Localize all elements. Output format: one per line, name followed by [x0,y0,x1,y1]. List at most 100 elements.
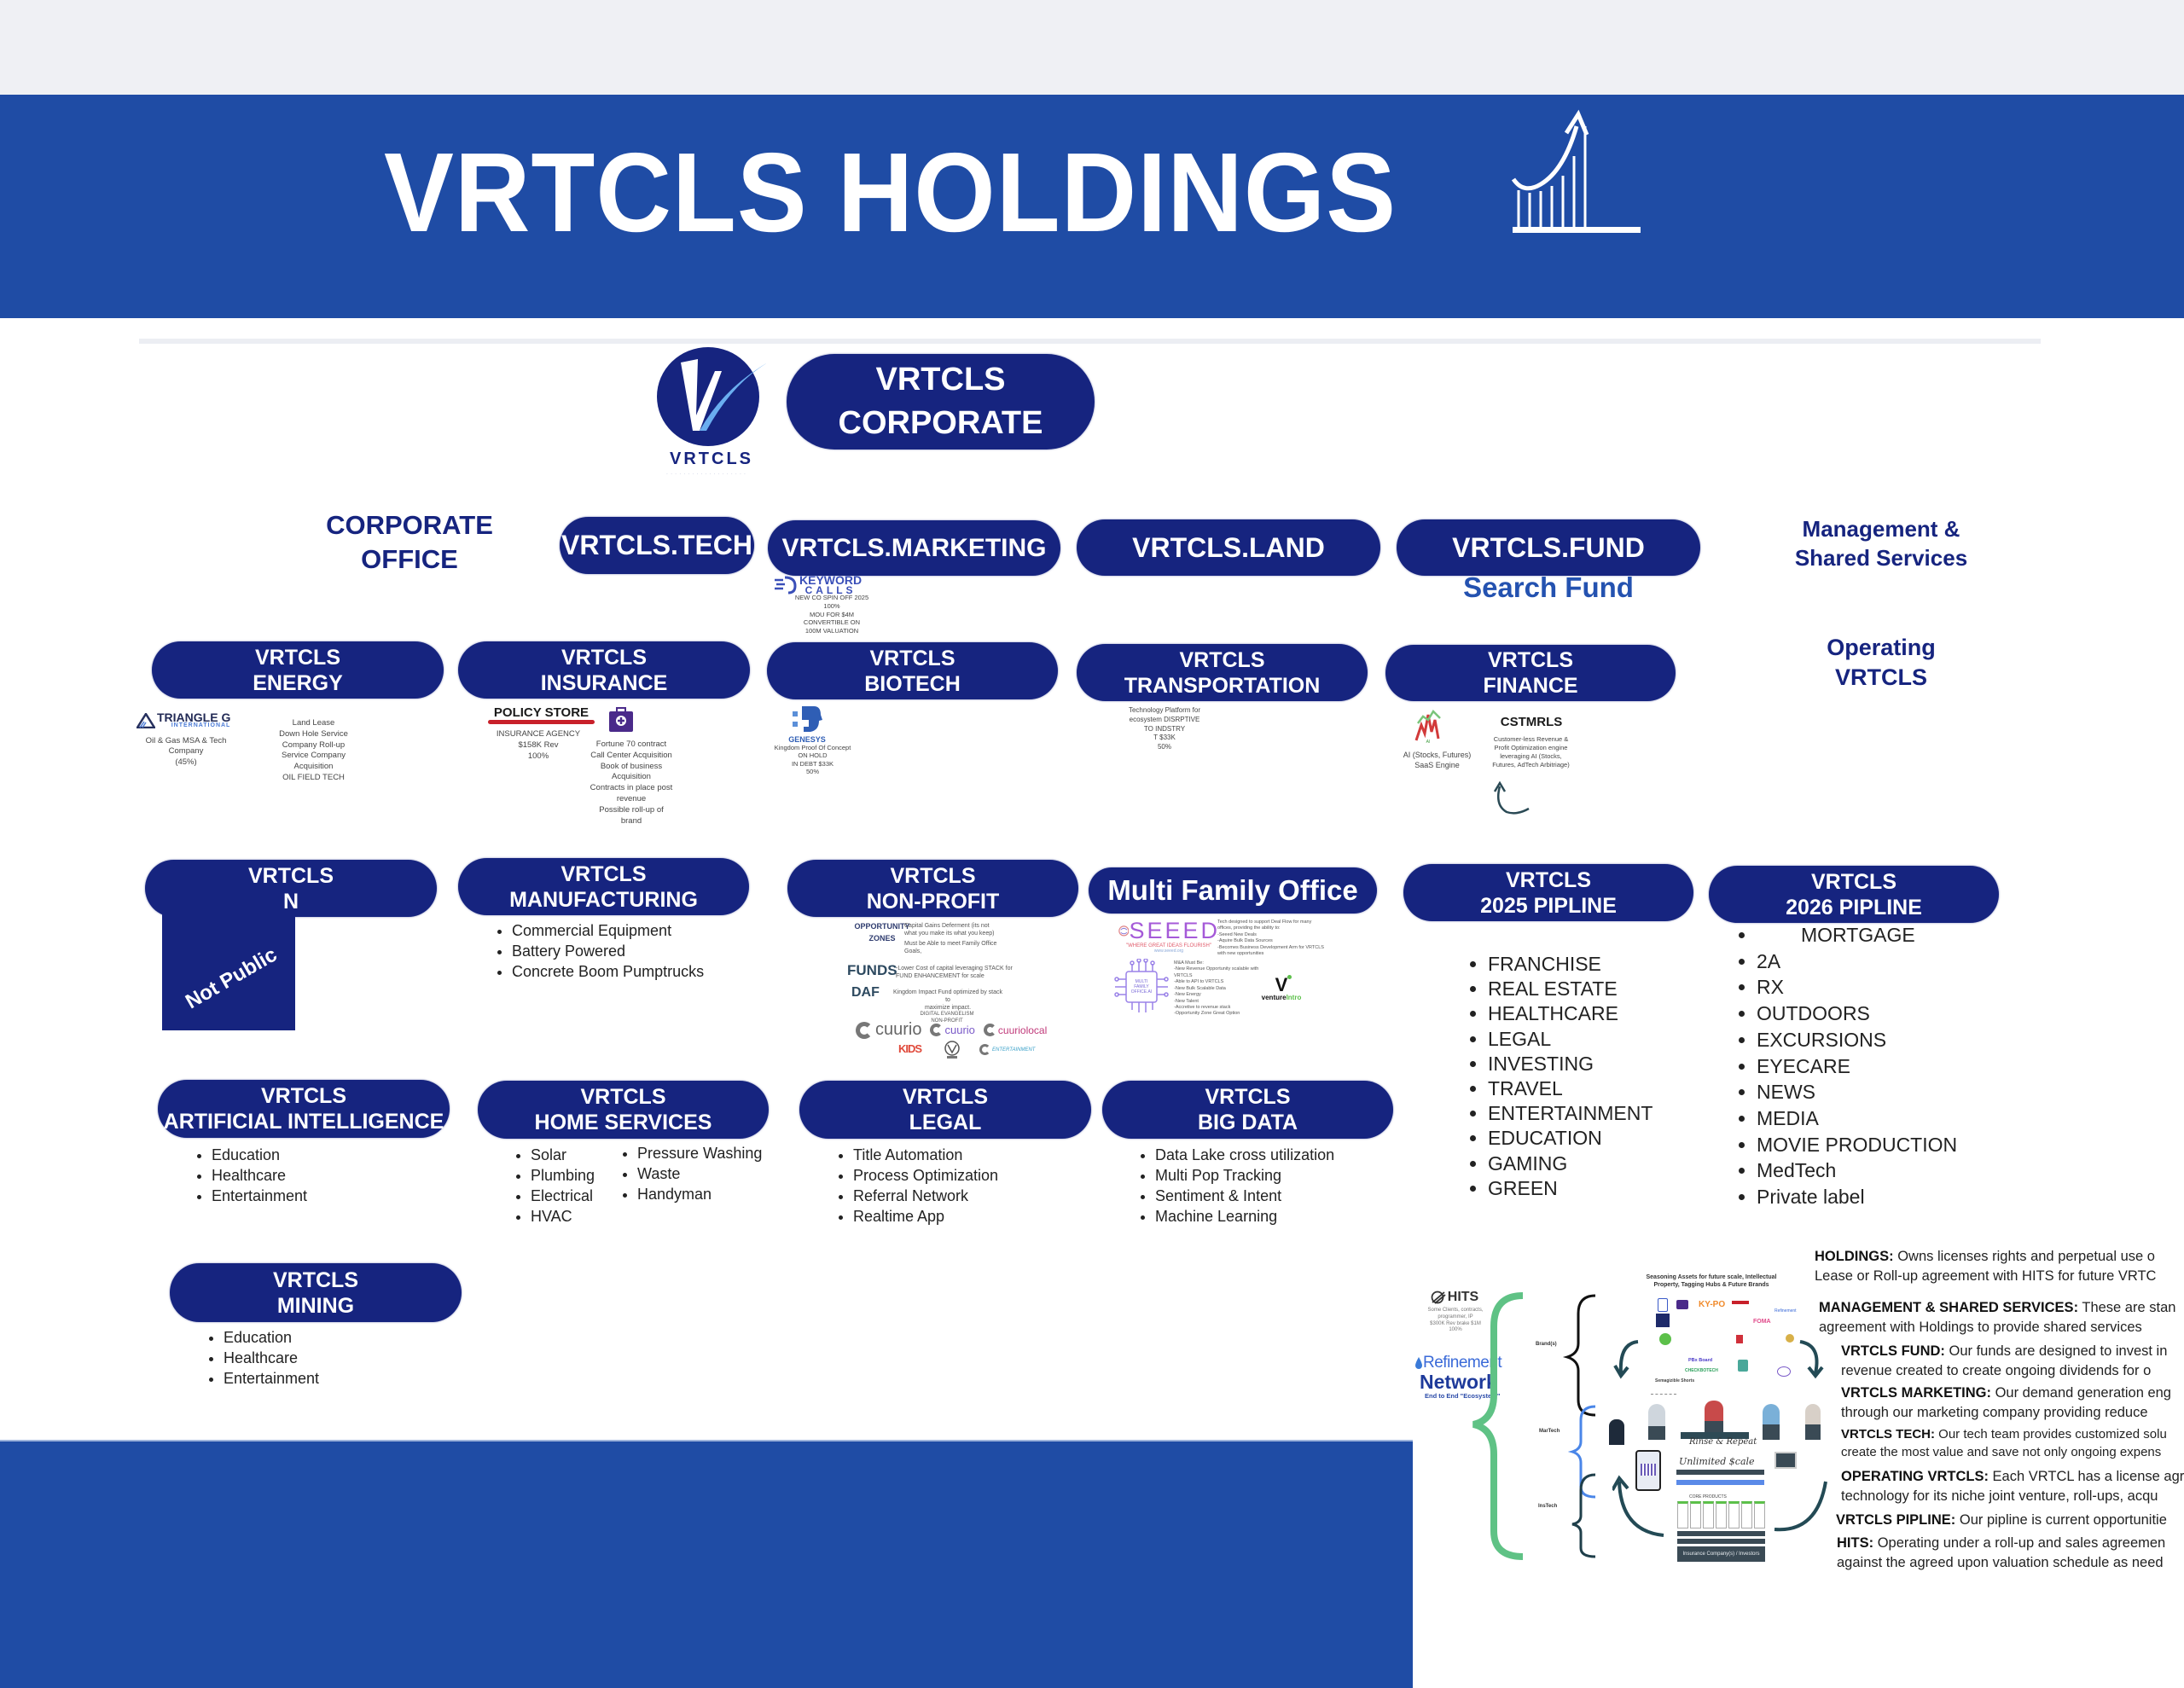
vrtcls-land-pill[interactable]: VRTCLS.LAND [1077,519,1380,576]
core-product-slot [1716,1501,1727,1528]
pill-line2: TRANSPORTATION [1124,673,1321,698]
note-line: -Able to API to VRTCLS [1174,979,1224,985]
caption-line: $158K Rev [518,740,559,750]
insurance-investors-box: Insurance Company(s) / Investors [1677,1546,1765,1562]
text-line: Kingdom Impact Fund optimized by stack t… [892,989,1002,1004]
desc-text: Our tech team provides customized solu [1938,1427,2167,1441]
vrtcls-finance-pill[interactable]: VRTCLS FINANCE [1385,645,1676,701]
triangle-g-name: TRIANGLE G [157,711,231,725]
desc-pipeline: VRTCLS PIPLINE: Our pipline is current o… [1836,1511,2167,1530]
vrtcls-tech-pill[interactable]: VRTCLS.TECH [560,517,754,574]
vrtcls-hidden-vertical-pill[interactable]: VRTCLS N [145,860,437,917]
pill-line1: VRTCLS [1488,648,1573,672]
label-line: Shared Services [1794,544,1968,571]
note-line: -Accretive to revenue stack [1174,1004,1231,1010]
desc-text: Our funds are designed to invest in [1949,1343,2168,1359]
seeed-logo: SEEED "WHERE GREAT IDEAS FLOURISH" www.s… [1118,919,1220,954]
loop-arrow-left-top [1618,1340,1639,1374]
desc-line: Lease or Roll-up agreement with HITS for… [1815,1267,2157,1284]
vrtcls-corporate-pill[interactable]: VRTCLS CORPORATE [787,354,1095,450]
vrtcls-2025-pipeline-pill[interactable]: VRTCLS 2025 PIPLINE [1403,864,1693,921]
note-line: Land Lease [292,718,335,728]
droplet-icon [1415,1357,1422,1369]
vrtcls-legal-pill[interactable]: VRTCLS LEGAL [799,1081,1091,1139]
vrtcls-transportation-pill[interactable]: VRTCLS TRANSPORTATION [1077,644,1368,701]
caption-line: INSURANCE AGENCY [496,729,581,739]
vrtcls-fund-pill[interactable]: VRTCLS.FUND [1397,519,1700,576]
note-line: leveraging AI (Stocks, [1500,752,1562,761]
venture-intro-mark: V [1256,975,1307,995]
community-image [1763,1404,1780,1424]
desc-hits: HITS: Operating under a roll-up and sale… [1837,1534,2165,1573]
pill-line1: VRTCLS [561,861,647,886]
pill-line2: LEGAL [909,1111,982,1134]
vrtcls-big-data-pill[interactable]: VRTCLS BIG DATA [1102,1081,1393,1139]
note-line: Customer-less Revenue & [1493,735,1569,743]
list-item: Title Automation [853,1146,998,1166]
rinse-repeat-label: Rinse & Repeat [1689,1437,1757,1447]
list-item: Entertainment [224,1369,319,1389]
section-divider [139,339,2041,344]
vrtcls-non-profit-pill[interactable]: VRTCLS NON-PROFIT [787,860,1078,917]
pill-line1: VRTCLS [261,1084,346,1108]
list-item: OUTDOORS [1757,1001,1957,1027]
growth-chart-icon [1511,109,1641,233]
pill-line2: N [282,889,299,914]
venture-intro-logo: V ventureIntro [1256,975,1307,1001]
ecosystem-flow-arrows [1612,1340,1827,1537]
pill-line2: ENERGY [253,670,343,695]
pill-line2: FINANCE [1483,674,1578,698]
multi-family-office-pill[interactable]: Multi Family Office [1089,867,1377,914]
caption-line: ON HOLD [798,751,828,760]
community-caption [1705,1421,1723,1435]
desc-line: technology for its niche joint venture, … [1841,1488,2158,1504]
community-caption [1805,1424,1821,1440]
label-line: VRTCLS [1835,664,1927,691]
vrtcls-artificial-intelligence-pill[interactable]: VRTCLS ARTIFICIAL INTELLIGENCE [158,1080,450,1138]
vrtcls-2026-pipeline-pill[interactable]: VRTCLS 2026 PIPLINE [1709,866,1999,923]
caption-line: IN DEBT $33K [791,759,834,768]
note-line: MOU FOR $4M [809,610,855,618]
vrtcls-biotech-pill[interactable]: VRTCLS BIOTECH [767,642,1058,699]
pill-line1: VRTCLS [1179,647,1265,672]
loop-arrow-left-bottom [1618,1481,1664,1537]
opportunity-zones-text: Capital Gains Deferment (its not what yo… [904,922,1015,955]
vrtcls-manufacturing-pill[interactable]: VRTCLS MANUFACTURING [458,858,749,915]
vrtcls-logo-text: VRTCLS [670,450,753,468]
note-line: Acquisition [612,772,651,782]
crest-logo-icon [1656,1314,1670,1327]
list-item: Process Optimization [853,1166,998,1186]
vrtcls-insurance-pill[interactable]: VRTCLS INSURANCE [458,641,750,699]
chip-line: OFFICE.AI [1130,989,1153,995]
vrtcls-marketing-pill[interactable]: VRTCLS.MARKETING [768,520,1060,576]
policy-store-underline [488,720,595,724]
digital-evangelism-label: DIGITAL EVANGELISM NON-PROFIT [913,1012,981,1025]
vrtcls-mining-pill[interactable]: VRTCLS MINING [170,1263,462,1322]
note-line: CONVERTIBLE ON [803,618,861,627]
desc-key: HITS: [1837,1535,1874,1551]
vrtcls-energy-pill[interactable]: VRTCLS ENERGY [152,641,444,699]
seeed-notes: Tech designed to support Deal Flow for m… [1217,919,1337,958]
refinement-word: Refinement [1423,1354,1502,1372]
pill-label: VRTCLS.MARKETING [781,533,1047,562]
note-line: -Becomes Business Development Arm for VR… [1217,944,1324,950]
pill-line1: VRTCLS [561,645,647,670]
refinement-network-logo: Refinement Network End to End "Ecosystem… [1414,1354,1517,1400]
seeed-url: www.seeed.org [1153,948,1184,954]
pill-label: VRTCLS.FUND [1452,531,1645,563]
medical-bag-icon [609,707,633,732]
daf-label: DAF [851,985,880,1000]
list-item: ENTERTAINMENT [1488,1101,1653,1126]
vrtcls-home-services-pill[interactable]: VRTCLS HOME SERVICES [478,1081,769,1139]
list-item: GREEN [1488,1176,1653,1201]
list-item: FRANCHISE [1488,952,1653,977]
phone-qr-icon [1635,1450,1661,1491]
mfo-chip-label: MULTI FAMILY OFFICE.AI [1127,979,1156,995]
list-item: Pressure Washing [637,1144,762,1164]
desc-key: OPERATING VRTCLS: [1841,1469,1989,1484]
policy-store-logo: POLICY STORE [488,706,595,724]
not-public-cover [162,908,295,1030]
title-line: Property, Tagging Hubs & Future Brands [1653,1282,1769,1289]
list-item: RX [1757,974,1957,1001]
core-product-slot [1741,1501,1752,1528]
